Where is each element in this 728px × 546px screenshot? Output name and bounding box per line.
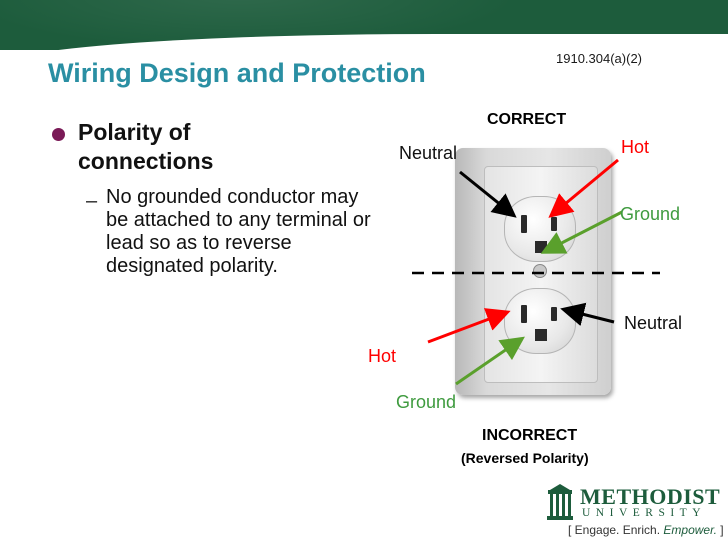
university-logo: METHODIST UNIVERSITY [ Engage. Enrich. E… [538,478,728,546]
top-ground-arrow [540,210,623,254]
lower-neutral-slot [521,305,527,323]
top-hot-arrow [548,158,619,218]
reversed-polarity-label: (Reversed Polarity) [461,450,589,466]
bullet-dot [52,128,65,141]
top-neutral-arrow [459,170,517,218]
bottom-ground-label: Ground [396,392,457,412]
header-bar [0,0,728,50]
incorrect-label: INCORRECT [482,427,578,444]
logo-tagline: [ Engage. Enrich. Empower. ] [568,523,724,537]
plate-screw [533,264,547,278]
bottom-neutral-label: Neutral [624,313,683,333]
upper-neutral-slot [521,215,527,233]
bottom-ground-arrow [455,336,525,386]
tagline-end: ] [716,523,724,537]
top-hot-label: Hot [621,137,650,157]
tagline-start: [ Engage. Enrich. [568,523,664,537]
correct-label: CORRECT [487,111,567,128]
lower-ground-hole [535,329,547,341]
upper-hot-slot [551,217,557,231]
citation: 1910.304(a)(2) [556,51,642,66]
top-ground-label: Ground [620,204,681,224]
tagline-empower: Empower. [663,523,717,537]
sub-bullet-text: No grounded conductor may be attached to… [106,186,371,277]
building-icon [547,484,573,520]
lower-hot-slot [551,307,557,321]
sub-bullet-dash: – [86,190,98,212]
bottom-hot-label: Hot [368,346,397,366]
top-neutral-label: Neutral [399,143,458,163]
bottom-neutral-arrow [560,302,615,327]
bottom-hot-arrow [427,308,511,344]
logo-sub: UNIVERSITY [582,507,706,519]
slide-title: Wiring Design and Protection [48,58,426,88]
bullet-main: Polarity of connections [78,119,214,174]
logo-name: METHODIST [580,484,721,509]
